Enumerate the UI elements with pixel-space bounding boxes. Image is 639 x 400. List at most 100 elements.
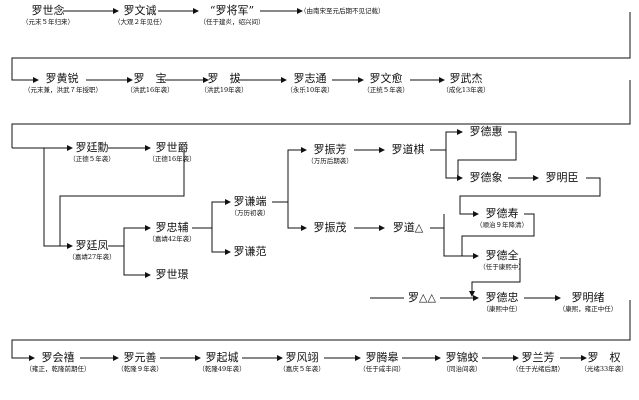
person-note: （同治间袭） [442,365,482,373]
person-name: 罗世璟 [155,268,189,281]
person-note: （成化13年袭） [442,86,490,94]
person-name: 罗会禧 [41,351,75,364]
person-name: 罗文愈 [369,72,403,85]
person-node: 罗元善 （乾隆９年袭） [102,351,178,373]
person-node: 罗会禧 （雍正，乾隆前期任） [20,351,96,373]
person-node: 罗世爵 （正德16年袭） [134,141,210,163]
person-note: （大观２年见任） [114,18,166,26]
person-note: （正德16年袭） [148,155,196,163]
person-node: 罗道棋 [370,143,446,156]
person-node: 罗廷凤 （嘉靖27年袭） [54,239,130,261]
connector [59,150,185,246]
person-name: 罗黄锐 [45,72,79,85]
person-note: （正德５年袭） [69,155,115,163]
person-node: 罗文愈 （正统５年袭） [348,72,424,94]
person-name: 罗明绪 [571,291,605,304]
person-name: 罗文诚 [123,4,157,17]
person-node: 罗振芳 （万历后期袭） [292,143,368,165]
connector [459,177,601,217]
person-node: 罗黄锐 （元末兼，洪武７年授职） [24,72,102,94]
person-name: 罗志通 [293,72,327,85]
person-note: （顺治９年降清） [476,221,528,229]
person-node: 罗文诚 （大观２年见任） [102,4,178,26]
person-node: 罗世璟 [134,268,210,281]
person-node: 罗锦蛟 （同治间袭） [424,351,500,373]
connector [461,213,535,256]
person-node: 罗△△ [384,291,460,304]
person-name: 罗谦范 [233,245,267,258]
person-note: （乾隆９年袭） [117,365,163,373]
connector [272,147,307,203]
person-name: 罗△△ [408,291,436,304]
person-note: （嘉靖42年袭） [148,235,196,243]
person-note: （嘉庆５年袭） [279,365,325,373]
person-name: 罗廷勳 [75,141,109,154]
person-name: 罗起城 [205,351,239,364]
person-node: 罗世念 （元末５年归来） [10,4,86,26]
person-note: （光绪33年袭） [580,365,628,373]
connector [443,228,479,259]
person-name: 罗廷凤 [75,239,109,252]
person-name: 罗道棋 [391,143,425,156]
person-name: 罗明臣 [545,171,579,184]
connector [11,300,631,361]
connector [469,258,521,297]
person-name: 罗德惠 [469,125,503,138]
person-node: 罗 宝 （洪武16年袭） [112,72,188,94]
person-note: （万历后期袭） [307,157,353,165]
person-name: “罗将军” [209,4,255,17]
person-name: 罗振芳 [313,143,347,156]
person-note: （乾隆49年袭） [198,365,246,373]
person-note: （洪武16年袭） [126,86,174,94]
person-note: （康熙，雍正中任） [558,305,618,313]
person-note: （正统５年袭） [363,86,409,94]
person-node: 罗德忠 （康熙中任） [464,291,540,313]
person-node: 罗德寿 （顺治９年降清） [464,207,540,229]
person-node: 罗明臣 [524,171,600,184]
person-node: 罗德惠 [448,125,524,138]
person-note: （元末５年归来） [22,18,74,26]
person-node: 罗 拔 （洪武19年袭） [186,72,262,94]
person-node: 罗 权 （光绪33年袭） [566,351,639,373]
person-name: 罗风翊 [285,351,319,364]
connector [457,131,517,178]
person-node: 罗武杰 （成化13年袭） [428,72,504,94]
person-node: 罗道△ [370,221,446,234]
person-name: 罗谦端 [233,195,267,208]
person-name: 罗武杰 [449,72,483,85]
person-name: 罗德全 [485,249,519,262]
connector [445,150,463,181]
person-name: 罗锦蛟 [445,351,479,364]
person-node: 罗德全 （任于康熙中） [464,249,540,271]
connector [192,199,231,229]
person-note: （洪武19年袭） [200,86,248,94]
person-name: 罗道△ [392,221,424,234]
person-name: 罗世念 [31,4,65,17]
person-note: （永乐10年袭） [286,86,334,94]
person-note: （由南宋至元后期不见记载） [300,7,385,15]
person-name: 罗德忠 [485,291,519,304]
person-note: （元末兼，洪武７年授职） [24,86,102,94]
connector [123,246,151,278]
person-note: （万历初袭） [230,209,270,217]
gap-note: （由南宋至元后期不见记载） [300,6,400,15]
person-node: 罗谦范 [212,245,288,258]
person-name: 罗 权 [587,351,621,364]
person-name: 罗腾皋 [365,351,399,364]
person-name: 罗 拔 [207,72,241,85]
person-note: （雍正，乾隆前期任） [25,365,91,373]
person-note: （任于咸丰间） [359,365,405,373]
connector [11,12,631,83]
person-name: 罗兰芳 [521,351,555,364]
connector [43,148,73,249]
person-note: （任于建炎，绍兴间） [199,18,265,26]
person-node: 罗志通 （永乐10年袭） [272,72,348,94]
person-note: （康熙中任） [482,305,522,313]
connector [287,202,307,231]
person-name: 罗忠辅 [155,221,189,234]
person-note: （任于康熙中） [479,263,525,271]
person-name: 罗德象 [469,171,503,184]
person-note: （任于光绪后期） [512,365,564,373]
